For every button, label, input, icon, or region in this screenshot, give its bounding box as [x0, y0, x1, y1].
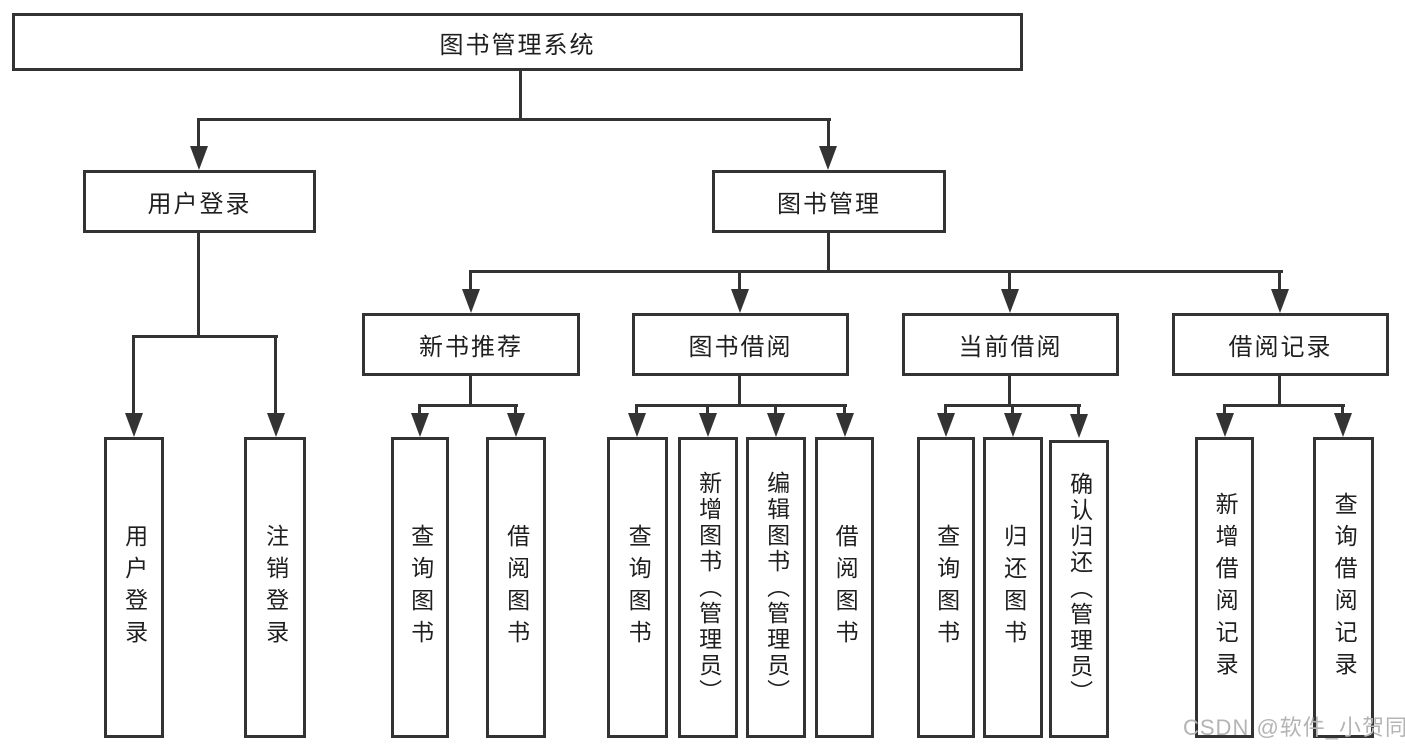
arrowhead-bb-add: [699, 413, 717, 437]
arrowhead-bb-query: [628, 413, 646, 437]
connector-level2-bar: [197, 118, 831, 121]
connector-drop-cb-return: [1011, 404, 1014, 415]
connector-records-stem: [1278, 376, 1281, 407]
leaf-current-query: 查询图书: [917, 437, 975, 738]
connector-newbook-bar: [418, 404, 518, 407]
node-current-borrow-label: 当前借阅: [958, 334, 1063, 361]
connector-borrow-bar: [635, 404, 847, 407]
arrowhead-nb-query: [411, 413, 429, 437]
leaf-borrow-edit-label: 编辑图书（管理员）: [763, 470, 790, 705]
leaf-borrow-add-label: 新增图书（管理员）: [695, 470, 722, 705]
leaf-borrow-edit: 编辑图书（管理员）: [746, 437, 806, 738]
arrowhead-book-management: [819, 146, 837, 170]
node-user-login-label: 用户登录: [147, 191, 252, 218]
leaf-newbook-borrow-label: 借阅图书: [503, 523, 530, 652]
leaf-newbook-borrow: 借阅图书: [486, 437, 546, 738]
connector-login-bar: [132, 335, 278, 338]
connector-drop-rec-query: [1341, 404, 1344, 415]
leaf-records-add: 新增借阅记录: [1195, 437, 1254, 738]
connector-drop-nb-query: [418, 404, 421, 415]
leaf-current-return: 归还图书: [983, 437, 1043, 738]
node-book-management-label: 图书管理: [777, 191, 881, 218]
leaf-borrow-add: 新增图书（管理员）: [678, 437, 738, 738]
node-new-book-recommend: 新书推荐: [362, 313, 580, 376]
arrowhead-rec-query: [1334, 413, 1352, 437]
leaf-borrow-borrow: 借阅图书: [815, 437, 874, 738]
connector-mgmt-stem: [827, 233, 830, 273]
node-root: 图书管理系统: [12, 13, 1023, 71]
connector-drop-leaf-logout: [274, 335, 277, 415]
leaf-current-return-label: 归还图书: [1000, 523, 1027, 652]
node-new-book-recommend-label: 新书推荐: [419, 334, 523, 361]
leaf-records-add-label: 新增借阅记录: [1212, 491, 1239, 684]
connector-drop-nb-borrow: [514, 404, 517, 415]
node-user-login: 用户登录: [83, 170, 316, 233]
leaf-records-query: 查询借阅记录: [1313, 437, 1374, 738]
arrowhead-cb-query: [937, 413, 955, 437]
leaf-current-confirm-label: 确认归还（管理员）: [1066, 472, 1093, 706]
connector-drop-current: [1008, 270, 1011, 292]
arrowhead-leaf-logout: [267, 413, 285, 437]
connector-login-stem: [197, 233, 200, 338]
connector-current-stem: [1008, 376, 1011, 407]
leaf-logout: 注销登录: [244, 437, 306, 738]
connector-root-stem: [519, 69, 522, 121]
connector-drop-bb-query: [635, 404, 638, 415]
arrowhead-records: [1271, 289, 1289, 313]
arrowhead-newbook: [462, 289, 480, 313]
arrowhead-current: [1001, 289, 1019, 313]
connector-newbook-stem: [469, 376, 472, 407]
connector-drop-bb-add: [706, 404, 709, 415]
connector-drop-bb-borrow: [843, 404, 846, 415]
arrowhead-leaf-login: [125, 413, 143, 437]
leaf-borrow-query: 查询图书: [607, 437, 668, 738]
connector-records-bar: [1223, 404, 1345, 407]
arrowhead-bb-edit: [767, 413, 785, 437]
leaf-current-confirm: 确认归还（管理员）: [1049, 440, 1109, 738]
connector-drop-bb-edit: [774, 404, 777, 415]
leaf-records-query-label: 查询借阅记录: [1331, 491, 1358, 684]
leaf-borrow-borrow-label: 借阅图书: [832, 523, 859, 652]
leaf-user-login-label: 用户登录: [121, 523, 148, 652]
connector-drop-cb-query: [944, 404, 947, 415]
connector-drop-newbook: [469, 270, 472, 292]
leaf-newbook-query-label: 查询图书: [407, 523, 434, 652]
arrowhead-nb-borrow: [507, 413, 525, 437]
leaf-newbook-query: 查询图书: [391, 437, 449, 738]
leaf-logout-label: 注销登录: [262, 523, 289, 652]
leaf-borrow-query-label: 查询图书: [625, 523, 652, 652]
arrowhead-bb-borrow: [836, 413, 854, 437]
leaf-user-login: 用户登录: [104, 437, 164, 738]
arrowhead-user-login: [190, 146, 208, 170]
node-root-label: 图书管理系统: [439, 31, 596, 59]
node-book-borrow-label: 图书借阅: [688, 334, 793, 361]
node-borrow-records-label: 借阅记录: [1228, 334, 1333, 361]
connector-level3-bar: [469, 270, 1283, 273]
connector-drop-cb-confirm: [1077, 404, 1080, 415]
node-current-borrow: 当前借阅: [902, 313, 1119, 376]
connector-borrow-stem: [738, 376, 741, 407]
connector-drop-user-login: [197, 118, 200, 150]
connector-drop-book-management: [827, 118, 830, 150]
connector-drop-rec-add: [1223, 404, 1226, 415]
node-book-borrow: 图书借阅: [632, 313, 849, 376]
arrowhead-borrow: [731, 289, 749, 313]
arrowhead-cb-confirm: [1070, 414, 1088, 438]
node-book-management: 图书管理: [712, 170, 946, 233]
arrowhead-rec-add: [1216, 413, 1234, 437]
watermark: CSDN @软件_小贺同学: [1183, 715, 1405, 740]
connector-drop-leaf-login: [132, 335, 135, 415]
connector-drop-borrow: [738, 270, 741, 292]
node-borrow-records: 借阅记录: [1172, 313, 1389, 376]
arrowhead-cb-return: [1004, 413, 1022, 437]
leaf-current-query-label: 查询图书: [933, 523, 960, 652]
connector-drop-records: [1278, 270, 1281, 292]
